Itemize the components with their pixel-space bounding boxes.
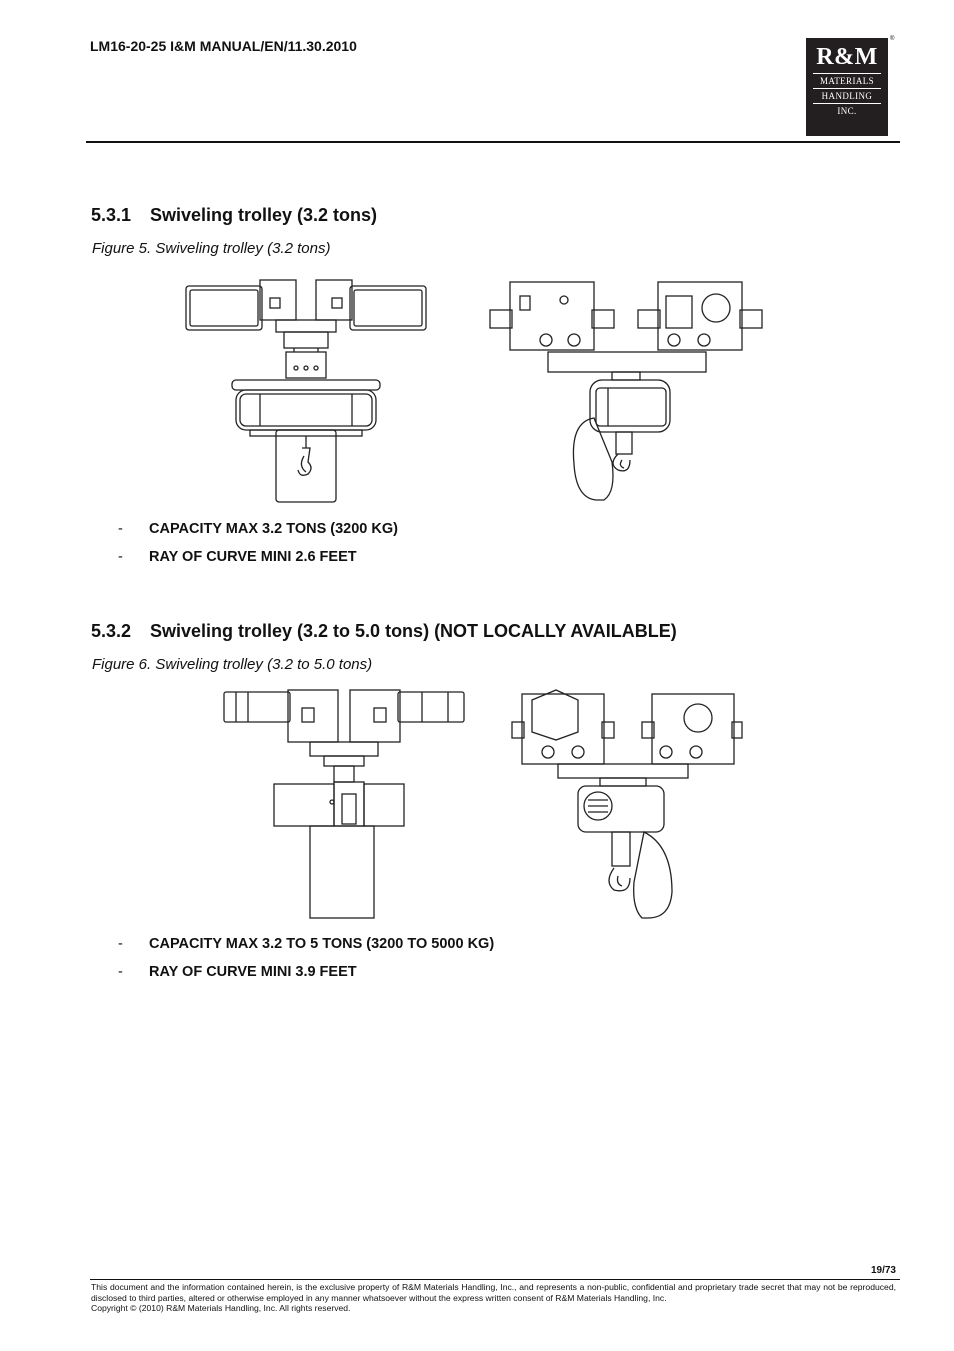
logo-line-inc: INC.	[837, 106, 857, 116]
copyright-notice: Copyright © (2010) R&M Materials Handlin…	[91, 1303, 351, 1313]
section-title: Swiveling trolley (3.2 to 5.0 tons) (NOT…	[150, 621, 677, 641]
legal-disclaimer: This document and the information contai…	[91, 1282, 896, 1303]
page-number: 19/73	[870, 1265, 896, 1276]
bullet-text: CAPACITY MAX 3.2 TONS (3200 KG)	[149, 521, 398, 537]
section-number: 5.3.2	[91, 621, 132, 641]
figure-6-front-view	[218, 686, 470, 922]
footer-rule	[90, 1279, 900, 1280]
section-heading-5-3-2: 5.3.2 Swiveling trolley (3.2 to 5.0 tons)…	[91, 621, 677, 642]
logo-line-handling: HANDLING	[821, 91, 873, 101]
bullet-marker: -	[118, 964, 123, 980]
header-rule	[86, 141, 900, 143]
section-number: 5.3.1	[91, 205, 132, 225]
bullet-text: RAY OF CURVE MINI 2.6 FEET	[149, 549, 357, 565]
figure-caption: Figure 5. Swiveling trolley (3.2 tons)	[92, 240, 331, 257]
bullet-marker: -	[118, 936, 123, 952]
logo-line-materials: MATERIALS	[819, 76, 875, 86]
bullet-text: CAPACITY MAX 3.2 TO 5 TONS (3200 TO 5000…	[149, 936, 495, 952]
rm-logo: R&M MATERIALS HANDLING INC.	[806, 38, 888, 136]
figure-5-side-view	[484, 272, 774, 504]
logo-brand: R&M	[816, 44, 878, 70]
logo-rule	[813, 88, 881, 89]
logo-rule	[813, 103, 881, 104]
bullet-text: RAY OF CURVE MINI 3.9 FEET	[149, 964, 357, 980]
bullet-marker: -	[118, 549, 123, 565]
document-id: LM16-20-25 I&M MANUAL/EN/11.30.2010	[90, 38, 357, 54]
registered-mark: ®	[890, 36, 895, 42]
figure-5-front-view	[180, 272, 432, 504]
bullet-marker: -	[118, 521, 123, 537]
figure-6-side-view	[508, 686, 746, 922]
figure-caption: Figure 6. Swiveling trolley (3.2 to 5.0 …	[92, 656, 373, 673]
logo-rule	[813, 73, 881, 74]
section-heading-5-3-1: 5.3.1 Swiveling trolley (3.2 tons)	[91, 205, 377, 226]
section-title: Swiveling trolley (3.2 tons)	[150, 205, 378, 225]
